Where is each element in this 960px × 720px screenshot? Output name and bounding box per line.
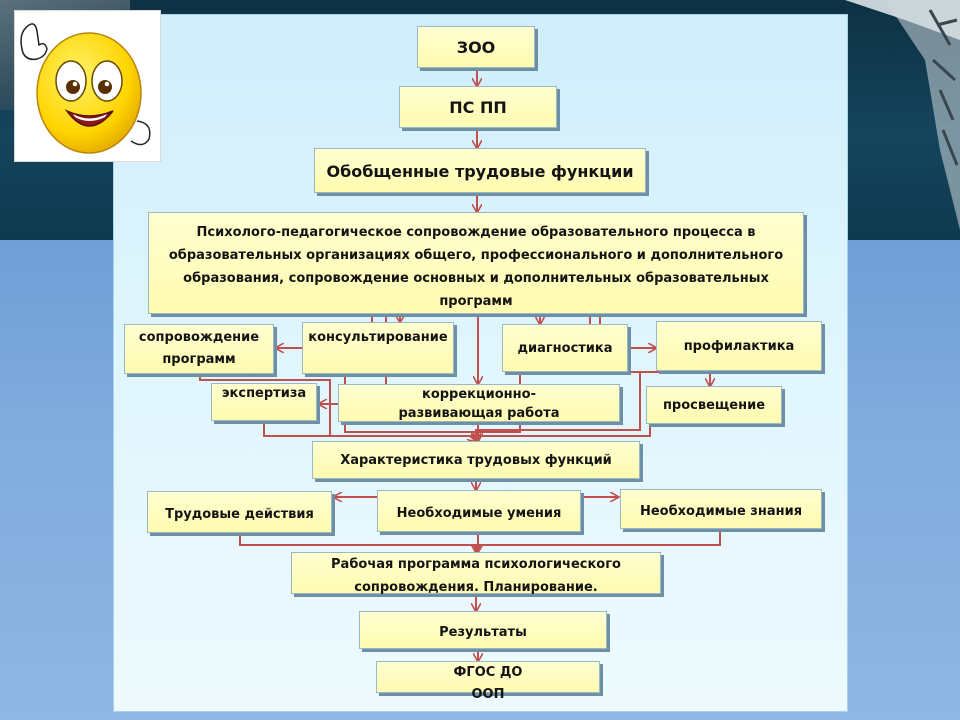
node-education: просвещение: [646, 386, 782, 424]
node-label: Трудовые действия: [165, 507, 314, 522]
node-required-knowledge: Необходимые знания: [620, 489, 822, 529]
node-label: Необходимые знания: [639, 504, 803, 519]
node-required-skills: Необходимые умения: [377, 490, 581, 532]
node-label: Характеристика трудовых функций: [340, 453, 612, 468]
node-ps-pp: ПС ПП: [399, 86, 557, 128]
node-label: консультирование: [308, 330, 448, 345]
node-label: диагностика: [517, 341, 613, 356]
edge-required-knowledge-to-work-program: [476, 529, 721, 552]
node-general-functions: Обобщенные трудовые функции: [314, 148, 646, 193]
node-program-support: сопровождение программ: [124, 324, 274, 374]
node-psych-support: Психолого-педагогическое сопровождение о…: [148, 212, 804, 314]
node-label: экспертиза: [221, 386, 307, 401]
node-zoo: ЗОО: [417, 26, 535, 68]
node-fgos: ФГОС ДО ООП: [376, 661, 600, 702]
node-label: ПС ПП: [449, 98, 507, 117]
node-label: профилактика: [683, 339, 795, 354]
node-labor-actions: Трудовые действия: [147, 491, 332, 533]
node-consulting: консультирование: [302, 322, 454, 374]
node-diagnostics: диагностика: [502, 324, 628, 372]
node-correction: коррекционно-развивающая работа: [338, 384, 620, 422]
node-results: Результаты: [359, 611, 607, 649]
node-label: ЗОО: [456, 38, 496, 57]
node-label: Обобщенные трудовые функции: [326, 162, 634, 181]
node-label: коррекционно-развивающая работа: [398, 387, 560, 421]
node-label: Рабочая программа психологического сопро…: [331, 557, 621, 595]
node-prevention: профилактика: [656, 321, 822, 371]
node-label: просвещение: [662, 398, 766, 413]
node-label: Психолого-педагогическое сопровождение о…: [168, 225, 784, 309]
smiling-lemon-mascot-icon: [20, 23, 151, 154]
mascot-image: [14, 10, 161, 162]
node-work-program: Рабочая программа психологического сопро…: [291, 552, 661, 595]
node-label: Необходимые умения: [396, 506, 562, 521]
node-expertise: экспертиза: [211, 383, 317, 421]
node-label: Результаты: [439, 625, 527, 640]
node-characteristics: Характеристика трудовых функций: [312, 441, 640, 479]
node-label: сопровождение программ: [138, 330, 260, 367]
background-tree-right-icon: [845, 0, 960, 230]
node-label: ФГОС ДО ООП: [453, 665, 523, 702]
edge-education-to-characteristics: [476, 424, 651, 441]
